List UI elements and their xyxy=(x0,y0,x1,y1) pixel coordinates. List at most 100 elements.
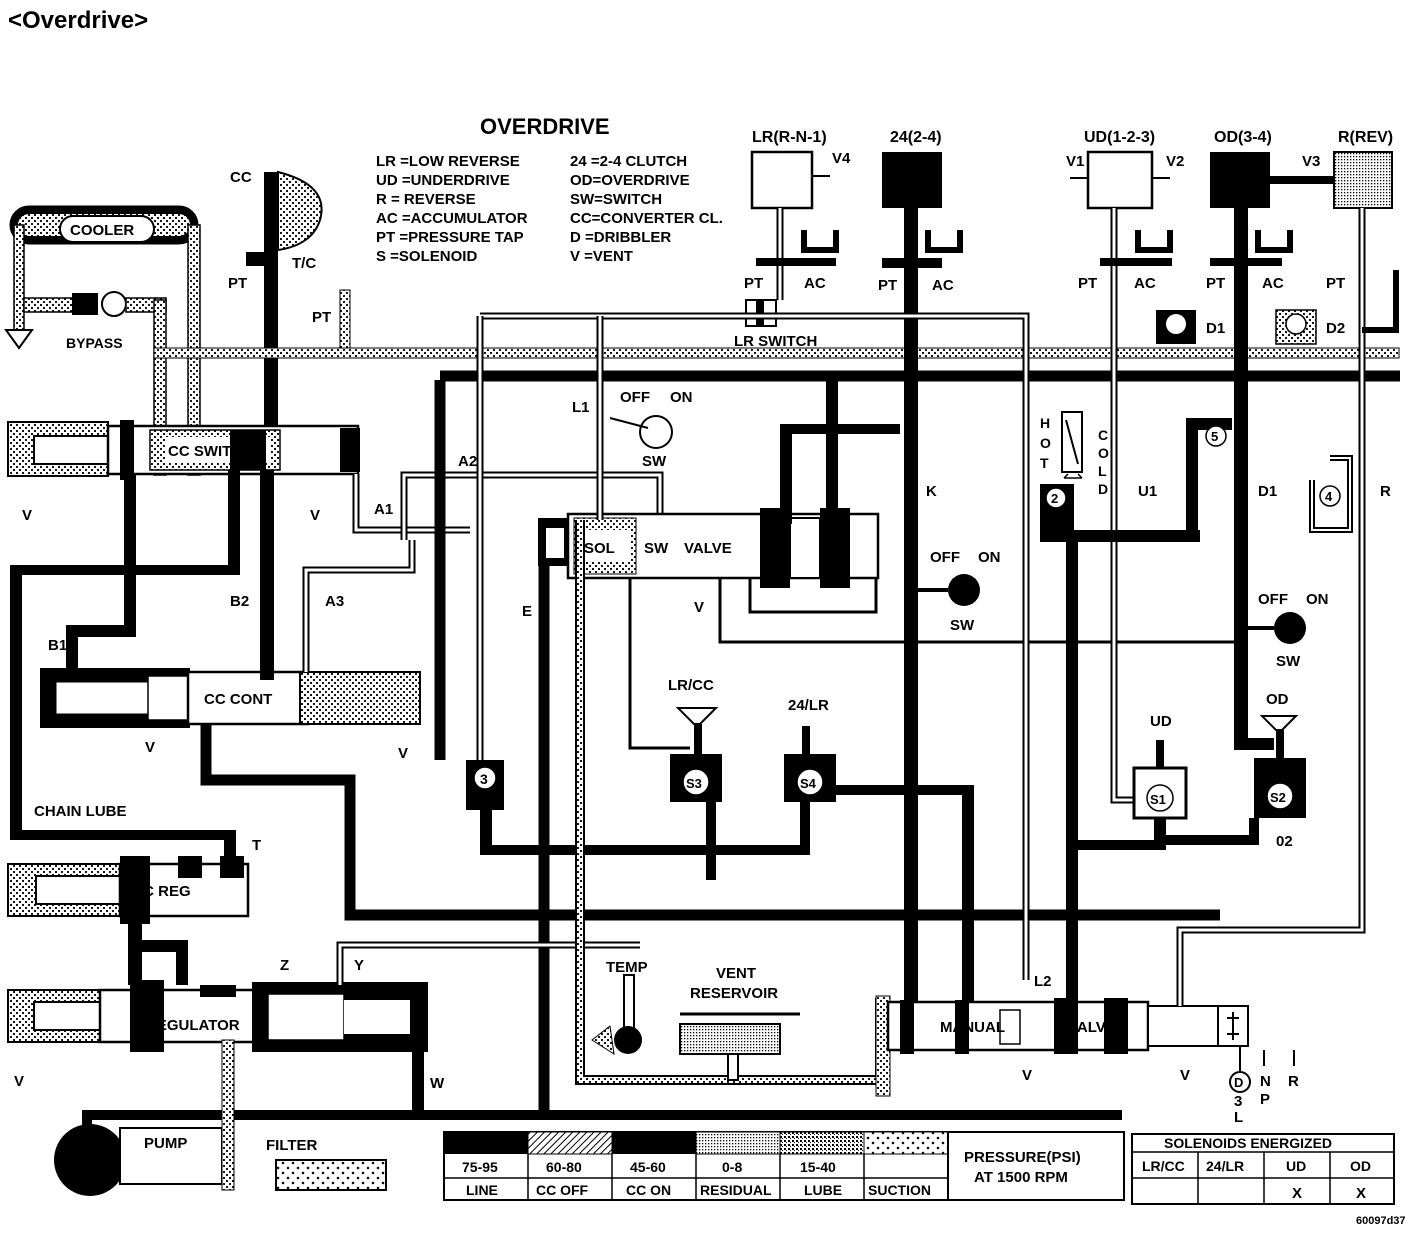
clutch-ud-label: UD(1-2-3) xyxy=(1084,129,1155,146)
sw1-on: ON xyxy=(670,389,693,406)
legend-range-residual: 0-8 xyxy=(722,1159,742,1175)
a1-label: A1 xyxy=(374,501,393,518)
d1-label: D1 xyxy=(1206,320,1225,337)
gear-3-label: 3 xyxy=(1234,1093,1242,1110)
clutch-lr: LR(R-N-1) V4 xyxy=(750,129,851,210)
temperature-sensor: TEMP xyxy=(591,959,648,1056)
cold-o: O xyxy=(1098,445,1109,461)
pump-label: PUMP xyxy=(144,1135,187,1152)
pt-r-label: PT xyxy=(1326,275,1345,292)
abbr-r: R = REVERSE xyxy=(376,191,476,208)
tc-reg-label: TC REG xyxy=(134,883,191,900)
cold-c: C xyxy=(1098,427,1108,443)
legend-title-1: PRESSURE(PSI) xyxy=(964,1149,1081,1166)
d1-line-label: D1 xyxy=(1258,483,1277,500)
cc-control-valve: CC CONT B1 V V xyxy=(40,637,421,762)
diagram-title: OVERDRIVE xyxy=(480,114,610,139)
reg-vent-left: V xyxy=(14,1073,24,1090)
pt-24-label: PT xyxy=(878,277,897,294)
clutch-od: OD(3-4) V3 xyxy=(1210,129,1334,208)
abbr-s: S =SOLENOID xyxy=(376,248,477,265)
abbreviation-key-right: 24 =2-4 CLUTCH OD=OVERDRIVE SW=SWITCH CC… xyxy=(570,153,723,265)
cc-cont-vent-right: V xyxy=(398,745,408,762)
solenoid-s4: 24/LR S4 xyxy=(784,697,836,802)
k-label: K xyxy=(926,483,937,500)
pressure-regulator-valve: REGULATOR V Z Y W xyxy=(7,957,445,1092)
ac-lr-label: AC xyxy=(804,275,826,292)
abbr-od: OD=OVERDRIVE xyxy=(570,172,690,189)
manual-vent-1: V xyxy=(1022,1067,1032,1084)
abbr-lr: LR =LOW REVERSE xyxy=(376,153,520,170)
vent-v1-label: V1 xyxy=(1066,153,1084,170)
legend-name-residual: RESIDUAL xyxy=(700,1182,772,1198)
d2-label: D2 xyxy=(1326,320,1345,337)
abbr-sw: SW=SWITCH xyxy=(570,191,662,208)
cc-cont-label: CC CONT xyxy=(204,691,272,708)
tc-label: T/C xyxy=(292,255,316,272)
pressure-switch-od: OFF ON SW xyxy=(1248,591,1329,670)
b1-label: B1 xyxy=(48,637,67,654)
cold-d: D xyxy=(1098,481,1108,497)
o2-label: 02 xyxy=(1276,833,1293,850)
s2-name: OD xyxy=(1266,691,1289,708)
clutch-ud: UD(1-2-3) V1 V2 xyxy=(1066,129,1184,210)
legend-name-cc-on: CC ON xyxy=(626,1182,671,1198)
sw2-on: ON xyxy=(978,549,1001,566)
check-ball-3: 3 xyxy=(466,760,504,810)
gear-r-label: R xyxy=(1288,1073,1299,1090)
clutch-24: 24(2-4) xyxy=(882,129,942,208)
vent-v4-label: V4 xyxy=(832,150,851,167)
check-4-label: 4 xyxy=(1325,489,1333,504)
cc-switch-valve: CC SWITCH V V xyxy=(7,420,360,524)
hot-o: O xyxy=(1040,435,1051,451)
vent-v2-label: V2 xyxy=(1166,153,1184,170)
reservoir-label: RESERVOIR xyxy=(690,985,778,1002)
a3-label: A3 xyxy=(325,593,344,610)
sw-valve-label: SW xyxy=(644,540,669,557)
check-ball-5: 5 xyxy=(1205,425,1227,447)
page-title: <Overdrive> xyxy=(8,7,148,34)
pump: PUMP xyxy=(54,1110,1122,1196)
sw1-off: OFF xyxy=(620,389,650,406)
cold-l: L xyxy=(1098,463,1107,479)
gear-l-label: L xyxy=(1234,1109,1243,1126)
legend-name-cc-off: CC OFF xyxy=(536,1182,589,1198)
hot-h: H xyxy=(1040,415,1050,431)
abbr-ac: AC =ACCUMULATOR xyxy=(376,210,528,227)
abbr-v: V =VENT xyxy=(570,248,633,265)
abbr-d: D =DRIBBLER xyxy=(570,229,671,246)
legend-title-2: AT 1500 RPM xyxy=(974,1169,1068,1186)
solenoid-s1: UD S1 xyxy=(1132,713,1188,820)
a2-label: A2 xyxy=(458,453,477,470)
pt-ud-label: PT xyxy=(1078,275,1097,292)
manual-valve: MANUAL VALVE V V L2 xyxy=(875,973,1249,1097)
gear-selector: D 3 L N P R xyxy=(1229,1046,1299,1126)
lube-line-top xyxy=(153,347,1400,359)
legend-range-line: 75-95 xyxy=(462,1159,498,1175)
temp-label: TEMP xyxy=(606,959,648,976)
check-5-label: 5 xyxy=(1211,429,1218,444)
pt-tc-label: PT xyxy=(312,309,331,326)
s1-label: S1 xyxy=(1150,792,1166,807)
legend-name-lube: LUBE xyxy=(804,1182,842,1198)
pt-lr-label: PT xyxy=(744,275,763,292)
solenoids-header-24lr: 24/LR xyxy=(1206,1158,1244,1174)
solenoids-value-ud: X xyxy=(1292,1185,1302,1202)
s3-name: LR/CC xyxy=(668,677,714,694)
vent-v3-label: V3 xyxy=(1302,153,1320,170)
abbr-pt: PT =PRESSURE TAP xyxy=(376,229,524,246)
vent-label: VENT xyxy=(716,965,756,982)
cooler-label: COOLER xyxy=(70,222,134,239)
s4-label: S4 xyxy=(800,776,817,791)
hot-t: T xyxy=(1040,455,1049,471)
legend-range-lube: 15-40 xyxy=(800,1159,836,1175)
figure-code: 60097d37 xyxy=(1356,1215,1406,1227)
s4-name: 24/LR xyxy=(788,697,829,714)
lr-switch: LR SWITCH xyxy=(734,299,817,350)
pressure-switch-lr: OFF ON SW xyxy=(609,389,693,470)
s2-label: S2 xyxy=(1270,790,1286,805)
s3-label: S3 xyxy=(686,776,702,791)
pressure-legend: 75-95 60-80 45-60 0-8 15-40 LINE CC OFF … xyxy=(443,1131,1125,1201)
gear-n-label: N xyxy=(1260,1073,1271,1090)
solenoids-header-od: OD xyxy=(1350,1158,1371,1174)
